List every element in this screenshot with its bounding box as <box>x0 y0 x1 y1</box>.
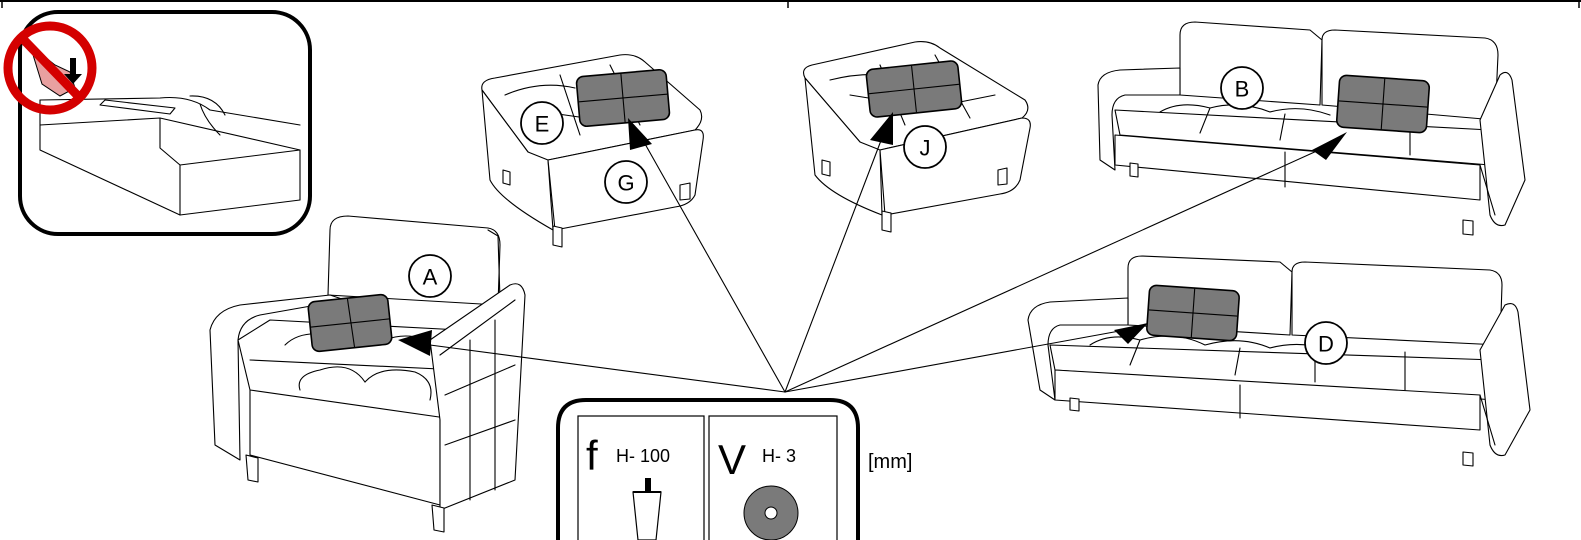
sofa-two-seat <box>1097 21 1526 236</box>
part-f: f H- 100 <box>586 432 670 540</box>
armchair <box>209 215 526 533</box>
svg-text:J: J <box>920 136 931 161</box>
svg-text:A: A <box>423 265 438 290</box>
svg-text:f: f <box>586 432 598 479</box>
felt-pad-ottoman-left <box>575 68 671 128</box>
sofa-armrest-closeup <box>39 95 301 216</box>
unit-label: [mm] <box>868 451 912 473</box>
arrowheads <box>398 112 1347 356</box>
svg-text:H- 3: H- 3 <box>762 446 796 466</box>
felt-pad-sofa-three-seat <box>1146 284 1240 342</box>
parts-box: f H- 100 V H- 3 <box>556 398 860 540</box>
label-e: E <box>520 101 564 145</box>
felt-pad-icon <box>743 485 799 540</box>
label-a: A <box>408 254 452 298</box>
svg-text:E: E <box>535 112 550 137</box>
page-frame <box>0 0 1581 8</box>
sofa-three-seat <box>1027 255 1531 467</box>
svg-text:G: G <box>617 171 634 196</box>
svg-text:H- 100: H- 100 <box>616 446 670 466</box>
felt-pad-ottoman-right <box>865 60 963 118</box>
label-d: D <box>1304 321 1348 365</box>
warning-inset <box>3 10 312 236</box>
felt-pad-armchair <box>307 293 393 353</box>
label-b: B <box>1220 66 1264 110</box>
svg-text:D: D <box>1318 332 1334 357</box>
svg-text:V: V <box>718 436 746 483</box>
part-v: V H- 3 <box>718 436 799 540</box>
label-j: J <box>903 125 947 169</box>
leader-lines <box>429 129 1331 393</box>
label-g: G <box>604 160 648 204</box>
felt-pad-sofa-two-seat <box>1335 74 1431 134</box>
leg-icon <box>632 478 662 540</box>
no-hand-icon <box>3 21 97 115</box>
svg-text:B: B <box>1235 77 1250 102</box>
